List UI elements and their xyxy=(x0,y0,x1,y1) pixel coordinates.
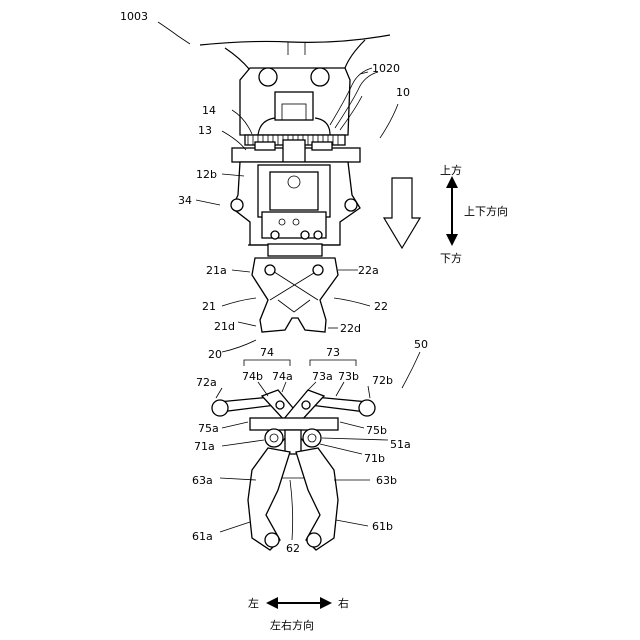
rotation-unit xyxy=(232,68,378,162)
label-63a: 63a xyxy=(192,474,213,487)
label-74b: 74b xyxy=(242,370,263,383)
label-71b: 71b xyxy=(364,452,385,465)
direction-left-label: 左 xyxy=(248,597,259,610)
lower-gripper xyxy=(212,390,375,550)
label-20: 20 xyxy=(208,348,222,361)
label-21a: 21a xyxy=(206,264,227,277)
label-72b: 72b xyxy=(372,374,393,387)
label-74: 74 xyxy=(260,346,274,359)
label-10: 10 xyxy=(396,86,410,99)
label-22: 22 xyxy=(374,300,388,313)
label-73a: 73a xyxy=(312,370,333,383)
label-63b: 63b xyxy=(376,474,397,487)
upper-claws xyxy=(252,258,338,332)
label-72a: 72a xyxy=(196,376,217,389)
label-74a: 74a xyxy=(272,370,293,383)
label-14: 14 xyxy=(202,104,216,117)
direction-down-label: 下方 xyxy=(440,251,462,265)
label-1020: 1020 xyxy=(372,62,400,75)
label-73: 73 xyxy=(326,346,340,359)
direction-up-label: 上方 xyxy=(440,163,462,177)
label-62: 62 xyxy=(286,542,300,555)
updown-direction-indicator xyxy=(446,176,458,246)
label-12b: 12b xyxy=(196,168,217,181)
label-61b: 61b xyxy=(372,520,393,533)
label-51a: 51a xyxy=(390,438,411,451)
label-21: 21 xyxy=(202,300,216,313)
label-34: 34 xyxy=(178,194,192,207)
label-1003: 1003 xyxy=(120,10,148,23)
label-75b: 75b xyxy=(366,424,387,437)
leftright-direction-indicator xyxy=(266,597,332,609)
direction-right-label: 右 xyxy=(338,596,349,610)
direction-updown-label: 上下方向 xyxy=(464,204,508,218)
direction-leftright-label: 左右方向 xyxy=(270,618,314,632)
label-50: 50 xyxy=(414,338,428,351)
label-22d: 22d xyxy=(340,322,361,335)
down-arrow-icon xyxy=(384,178,420,248)
label-71a: 71a xyxy=(194,440,215,453)
label-22a: 22a xyxy=(358,264,379,277)
label-61a: 61a xyxy=(192,530,213,543)
label-13: 13 xyxy=(198,124,212,137)
label-75a: 75a xyxy=(198,422,219,435)
robot-arm-body xyxy=(200,35,390,70)
label-73b: 73b xyxy=(338,370,359,383)
gripper-frame xyxy=(231,162,360,256)
label-21d: 21d xyxy=(214,320,235,333)
